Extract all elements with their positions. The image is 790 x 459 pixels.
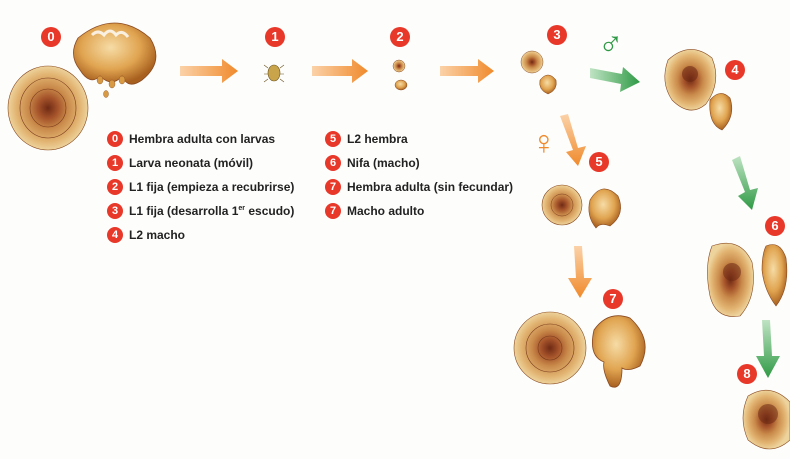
stage-badge-4: 4 — [725, 60, 745, 80]
legend-number: 2 — [107, 179, 123, 195]
crawler-larva — [264, 65, 284, 82]
adult-female-unmated — [514, 312, 645, 387]
legend-label: Hembra adulta con larvas — [129, 132, 275, 146]
legend-number: 6 — [325, 155, 341, 171]
legend-item: 0 Hembra adulta con larvas — [107, 127, 294, 151]
legend-left: 0 Hembra adulta con larvas 1 Larva neona… — [107, 127, 294, 247]
legend-item: 2 L1 fija (empieza a recubrirse) — [107, 175, 294, 199]
legend-number: 1 — [107, 155, 123, 171]
legend-label: L1 fija (empieza a recubrirse) — [129, 180, 294, 194]
legend-number: 7 — [325, 179, 341, 195]
legend-right: 5 L2 hembra 6 Nifa (macho) 7 Hembra adul… — [325, 127, 513, 223]
stage-badge-0: 0 — [41, 27, 61, 47]
legend-item: 7 Hembra adulta (sin fecundar) — [325, 175, 513, 199]
legend-number: 0 — [107, 131, 123, 147]
legend-number: 4 — [107, 227, 123, 243]
arrow-4-to-6 — [732, 156, 758, 210]
legend-label: Larva neonata (móvil) — [129, 156, 253, 170]
female-body-with-larvae — [73, 23, 155, 98]
legend-label: Nifa (macho) — [347, 156, 420, 170]
legend-label: L1 fija (desarrolla 1er escudo) — [129, 204, 294, 218]
stage-badge-1: 1 — [265, 27, 285, 47]
legend-item: 4 L2 macho — [107, 223, 294, 247]
l2-female — [542, 185, 621, 228]
stage-badge-2: 2 — [390, 27, 410, 47]
legend-item: 5 L2 hembra — [325, 127, 513, 151]
stage-badge-3: 3 — [547, 25, 567, 45]
arrow-0-to-1 — [180, 59, 238, 83]
legend-label: Hembra adulta (sin fecundar) — [347, 180, 513, 194]
female-symbol: ♀ — [531, 126, 557, 160]
adult-male — [743, 390, 790, 449]
legend-label: Macho adulto — [347, 204, 424, 218]
arrow-5-to-7 — [568, 246, 592, 298]
legend-item: 1 Larva neonata (móvil) — [107, 151, 294, 175]
stage-badge-7: 7 — [603, 289, 623, 309]
nymph-male — [707, 243, 786, 316]
legend-number: 7 — [325, 203, 341, 219]
legend-number: 5 — [325, 131, 341, 147]
l1-settled-larva — [393, 60, 407, 90]
legend-item: 6 Nifa (macho) — [325, 151, 513, 175]
arrow-6-to-8 — [756, 320, 780, 378]
adult-female-scale — [8, 66, 88, 150]
male-symbol: ♂ — [598, 26, 624, 60]
legend-label: L2 macho — [129, 228, 185, 242]
legend-item: 7 Macho adulto — [325, 199, 513, 223]
arrow-1-to-2 — [312, 59, 368, 83]
l1-first-shield — [521, 51, 556, 94]
stage-badge-6: 6 — [765, 216, 785, 236]
legend-label: L2 hembra — [347, 132, 408, 146]
stage-badge-8: 8 — [737, 364, 757, 384]
legend-number: 3 — [107, 203, 123, 219]
arrow-2-to-3 — [440, 59, 494, 83]
arrow-3-to-4-male — [590, 67, 640, 92]
stage-badge-5: 5 — [589, 152, 609, 172]
legend-item: 3 L1 fija (desarrolla 1er escudo) — [107, 199, 294, 223]
arrow-3-to-5-female — [560, 114, 586, 166]
l2-male — [665, 49, 732, 130]
